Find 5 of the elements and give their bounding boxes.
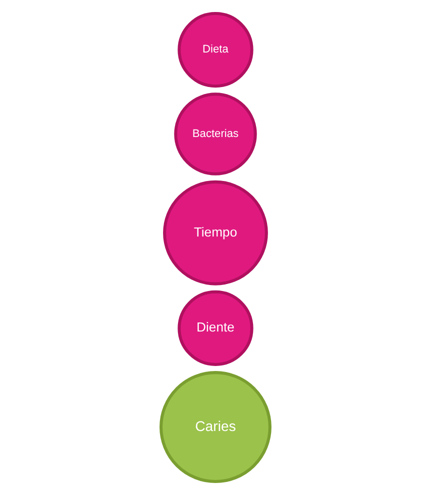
node-circle: Dieta: [178, 12, 254, 88]
node-circle: Bacterias: [174, 92, 257, 176]
node-circle: Tiempo: [163, 180, 268, 286]
node-circle: Diente: [178, 290, 254, 366]
node-circle: Caries: [160, 371, 272, 484]
